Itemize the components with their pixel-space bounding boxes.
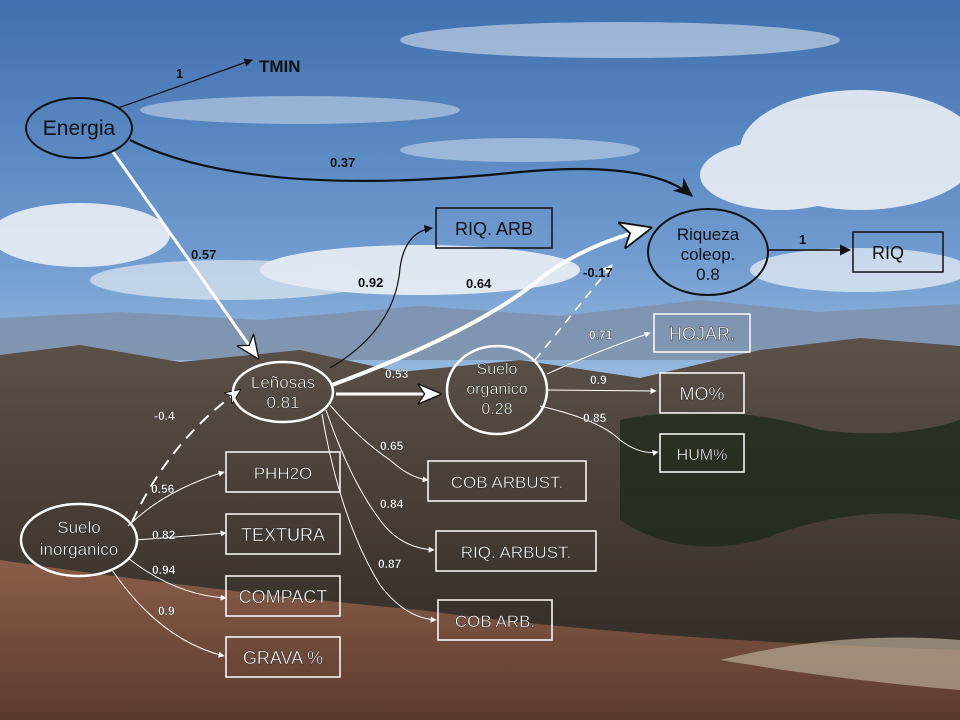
dark-edges bbox=[117, 58, 852, 369]
node-hojar: HOJAR. bbox=[669, 324, 735, 344]
edge-inorg-phh2o bbox=[127, 470, 225, 527]
node-riqueza-line2: coleop. bbox=[681, 245, 736, 264]
node-energia bbox=[25, 97, 133, 159]
node-riqueza bbox=[647, 208, 769, 296]
node-compact-box bbox=[225, 575, 341, 617]
node-mo: MO% bbox=[680, 384, 725, 404]
node-energia-label: Energia bbox=[43, 117, 116, 140]
node-compact: COMPACT bbox=[239, 587, 328, 607]
node-riqueza-line1: Riqueza bbox=[677, 225, 740, 244]
node-riq-arb: RIQ. ARB bbox=[455, 219, 533, 239]
node-suelo-organico-line3: 0.28 bbox=[481, 401, 512, 418]
node-lenosas-line1: Leñosas bbox=[251, 373, 315, 392]
node-cob-arbust: COB ARBUST. bbox=[451, 473, 563, 492]
edge-lenosas-riqarb bbox=[329, 224, 433, 369]
node-riq-box bbox=[852, 231, 944, 273]
node-suelo-inorganico bbox=[19, 502, 139, 578]
node-grava: GRAVA % bbox=[243, 648, 323, 668]
node-tmin: TMIN bbox=[259, 57, 301, 76]
node-textura-box bbox=[225, 513, 341, 555]
node-suelo-organico bbox=[445, 344, 549, 436]
node-cob-arbust-box bbox=[427, 460, 587, 502]
coef-suelo-org-mo: 0.9 bbox=[590, 373, 607, 387]
node-grava-box bbox=[225, 636, 341, 678]
edge-suelo-org-hum bbox=[539, 405, 659, 456]
coef-lenosas-cob-arbust: 0.65 bbox=[380, 439, 404, 453]
forest bbox=[620, 412, 960, 547]
node-suelo-organico-line1: Suelo bbox=[477, 361, 518, 378]
coef-lenosas-riq-arbust: 0.84 bbox=[380, 497, 404, 511]
coef-lenosas-cob-arb: 0.87 bbox=[378, 557, 402, 571]
node-mo-box bbox=[659, 372, 745, 414]
node-hum-box bbox=[659, 433, 745, 473]
coef-inorg-lenosas: -0.4 bbox=[154, 409, 175, 423]
node-lenosas bbox=[231, 360, 335, 424]
edge-inorg-lenosas bbox=[131, 390, 240, 523]
node-hojar-box bbox=[653, 313, 751, 353]
edge-lenosas-cob-arb bbox=[321, 413, 437, 623]
node-phh2o-box bbox=[225, 451, 341, 493]
edge-energia-tmin bbox=[117, 58, 253, 109]
coef-inorg-phh2o: 0.56 bbox=[151, 482, 175, 496]
node-riq-arbust: RIQ. ARBUST. bbox=[461, 543, 572, 562]
node-suelo-inorganico-line1: Suelo bbox=[57, 518, 100, 537]
snow-patch bbox=[720, 637, 960, 690]
coef-suelo-org-riqueza: -0.17 bbox=[583, 265, 613, 280]
coef-inorg-textura: 0.82 bbox=[152, 528, 176, 542]
node-riqueza-line3: 0.8 bbox=[696, 265, 720, 284]
coef-energia-tmin: 1 bbox=[176, 66, 183, 81]
coefficient-labels: 1 0.37 0.57 1 0.92 0.64 -0.17 0.53 0.71 … bbox=[151, 66, 806, 618]
edge-suelo-org-hojar bbox=[546, 331, 651, 375]
coef-riqueza-riq: 1 bbox=[799, 232, 806, 247]
node-suelo-inorganico-line2: inorganico bbox=[40, 540, 118, 559]
white-nodes: Leñosas 0.81 Suelo organico 0.28 HOJAR. … bbox=[19, 313, 751, 678]
coef-energia-lenosas: 0.57 bbox=[191, 247, 216, 262]
edge-lenosas-riq-arbust bbox=[325, 409, 435, 553]
node-cob-arb: COB ARB. bbox=[455, 612, 535, 631]
coef-lenosas-riqueza: 0.64 bbox=[466, 276, 492, 291]
node-phh2o: PHH2O bbox=[254, 464, 313, 483]
clouds bbox=[0, 22, 960, 300]
edge-lenosas-cob-arbust bbox=[329, 404, 429, 483]
node-cob-arb-box bbox=[437, 599, 553, 641]
node-riq-arbust-box bbox=[435, 530, 597, 572]
coef-inorg-grava: 0.9 bbox=[158, 604, 175, 618]
edge-inorg-compact bbox=[127, 557, 227, 601]
coef-suelo-org-hojar: 0.71 bbox=[589, 328, 613, 342]
white-edges bbox=[111, 151, 659, 658]
dark-nodes: Energia TMIN RIQ. ARB Riqueza coleop. 0.… bbox=[25, 57, 944, 296]
edge-energia-lenosas bbox=[111, 151, 258, 358]
node-lenosas-line2: 0.81 bbox=[266, 393, 299, 412]
edge-suelo-org-riqueza bbox=[534, 264, 613, 361]
node-hum: HUM% bbox=[677, 447, 728, 464]
coef-inorg-compact: 0.94 bbox=[152, 563, 176, 577]
edge-lenosas-riqueza bbox=[331, 228, 650, 387]
coef-lenosas-riqarb: 0.92 bbox=[358, 275, 383, 290]
node-textura: TEXTURA bbox=[241, 525, 325, 545]
node-riq: RIQ bbox=[872, 243, 904, 263]
edge-inorg-textura bbox=[135, 530, 227, 541]
coef-lenosas-suelo-org: 0.53 bbox=[385, 367, 409, 381]
edge-energia-riqueza bbox=[129, 139, 694, 197]
coef-energia-riqueza: 0.37 bbox=[330, 155, 355, 170]
node-suelo-organico-line2: organico bbox=[466, 381, 527, 398]
coef-suelo-org-hum: 0.85 bbox=[583, 411, 607, 425]
node-riq-arb-box bbox=[435, 207, 553, 249]
edge-suelo-org-mo bbox=[547, 387, 657, 394]
edge-inorg-grava bbox=[111, 569, 225, 658]
